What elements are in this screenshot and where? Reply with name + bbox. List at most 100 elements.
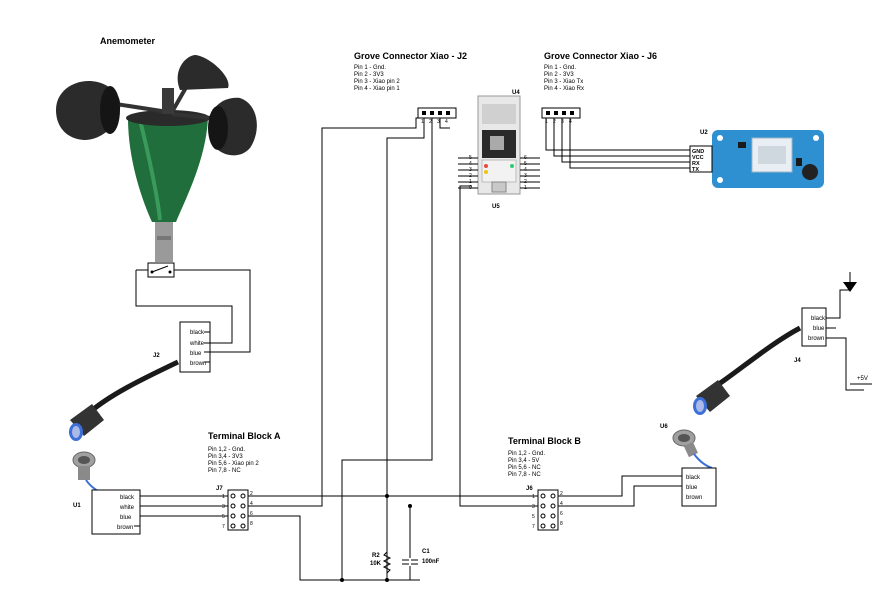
- terminal-block-a: 1 3 5 7 2 4 6 8: [222, 489, 253, 531]
- svg-text:1: 1: [222, 494, 225, 500]
- terminal-b-pin-3: Pin 5,6 - NC: [508, 465, 541, 471]
- terminal-a-pin-2: Pin 3,4 - 3V3: [208, 454, 243, 460]
- m8-connector-right: [693, 380, 730, 415]
- j2-pin-blue: blue: [190, 351, 202, 357]
- svg-text:7: 7: [532, 524, 535, 530]
- wire-xiao-5v: [459, 185, 540, 507]
- wire-b-black: [556, 475, 684, 497]
- terminal-b-pin-1: Pin 1,2 - Gnd.: [508, 451, 545, 457]
- grove-j2-pin-4: Pin 4 - Xiao pin 1: [354, 86, 400, 92]
- svg-text:blue: blue: [813, 326, 825, 332]
- m8-connector-left: [69, 404, 104, 441]
- grove-j2-title: Grove Connector Xiao - J2: [354, 51, 467, 61]
- terminal-block-b: 1 3 5 7 2 4 6 8: [532, 489, 563, 531]
- wire-j2-pin4: [439, 118, 450, 129]
- j2-pin-black: black: [190, 330, 205, 336]
- wire-3v3-to-j2: [246, 117, 422, 507]
- u1-label: U1: [73, 503, 81, 509]
- plus5v-label: +5V: [857, 376, 868, 382]
- svg-text:brown: brown: [686, 495, 702, 501]
- ground-icon: [843, 272, 857, 292]
- gps-module-board: [712, 130, 824, 188]
- grove-j6-title: Grove Connector Xiao - J6: [544, 51, 657, 61]
- svg-text:2: 2: [560, 491, 563, 497]
- u1-pin-brown: brown: [117, 525, 133, 531]
- r2-value: 10K: [370, 561, 382, 567]
- j2-pin-brown: brown: [190, 361, 206, 367]
- wire-j6-3: [561, 118, 690, 163]
- m8-panel-connector-u1: [72, 451, 101, 493]
- j2-label: J2: [153, 353, 160, 359]
- svg-text:4: 4: [445, 119, 448, 125]
- svg-text:3: 3: [561, 119, 564, 125]
- svg-text:6: 6: [560, 511, 563, 517]
- svg-text:GND: GND: [692, 149, 704, 155]
- svg-text:2: 2: [553, 119, 556, 125]
- terminal-b-pin-4: Pin 7,8 - NC: [508, 472, 541, 478]
- u5-label: U5: [492, 204, 500, 210]
- svg-text:7: 7: [222, 524, 225, 530]
- xiao-pins-left: 5 4 3 2 1 0: [458, 155, 478, 191]
- switch-icon: [147, 262, 175, 278]
- m8-panel-connector-u6: [672, 429, 713, 469]
- connector-j4: black blue brown: [801, 307, 827, 347]
- u1-pin-blue: blue: [120, 515, 132, 521]
- svg-text:2: 2: [250, 491, 253, 497]
- svg-text:8: 8: [250, 521, 253, 527]
- svg-text:black: black: [811, 316, 826, 322]
- xiao-pins-right: 6 5 4 3 2 1: [520, 155, 540, 191]
- terminal-a-pin-1: Pin 1,2 - Gnd.: [208, 447, 245, 453]
- grove-j2-pin-1: Pin 1 - Gnd.: [354, 65, 386, 71]
- terminal-b-pin-2: Pin 3,4 - 5V: [508, 458, 539, 464]
- u1-pin-black: black: [120, 495, 135, 501]
- grove-j2-pin-3: Pin 3 - Xiao pin 2: [354, 79, 400, 85]
- terminal-b-title: Terminal Block B: [508, 436, 581, 446]
- xiao-board: [477, 95, 521, 195]
- wire-b-blue: [556, 485, 684, 507]
- svg-text:6: 6: [250, 511, 253, 517]
- svg-text:brown: brown: [808, 336, 824, 342]
- anemometer-title: Anemometer: [100, 36, 156, 46]
- u1-pin-white: white: [119, 505, 135, 511]
- wire-signal-bottom: [246, 515, 420, 581]
- connector-u1: black white blue brown: [91, 489, 141, 535]
- j7-label: J7: [216, 486, 223, 492]
- svg-text:1: 1: [532, 494, 535, 500]
- grove-j6-pin-3: Pin 3 - Xiao Tx: [544, 79, 583, 85]
- j2-pin-white: white: [189, 341, 205, 347]
- terminal-a-pin-3: Pin 5,6 - Xiao pin 2: [208, 461, 259, 467]
- j6-label: J6: [526, 486, 533, 492]
- junctions: [340, 494, 412, 582]
- wire-j6-4: [569, 118, 690, 169]
- svg-text:VCC: VCC: [692, 155, 704, 161]
- c1-label: C1: [422, 549, 430, 555]
- svg-text:3: 3: [532, 504, 535, 510]
- header-j6: 1 2 3 4: [541, 107, 581, 125]
- svg-text:5: 5: [222, 514, 225, 520]
- capacitor-c1: [402, 558, 418, 566]
- resistor-r2: [382, 551, 392, 574]
- svg-text:2: 2: [429, 119, 432, 125]
- grove-j6-pin-1: Pin 1 - Gnd.: [544, 65, 576, 71]
- svg-text:3: 3: [222, 504, 225, 510]
- svg-text:5: 5: [532, 514, 535, 520]
- svg-text:black: black: [686, 475, 701, 481]
- grove-j6-pin-2: Pin 2 - 3V3: [544, 72, 574, 78]
- svg-text:1: 1: [545, 119, 548, 125]
- svg-text:3: 3: [437, 119, 440, 125]
- terminal-a-title: Terminal Block A: [208, 431, 281, 441]
- header-j2: 1 2 3 4: [417, 107, 457, 125]
- wire-j4-brown: [826, 337, 864, 391]
- c1-value: 100nF: [422, 559, 440, 565]
- wire-switch-left: [135, 270, 233, 344]
- terminal-a-pin-4: Pin 7,8 - NC: [208, 468, 241, 474]
- connector-j2: black white blue brown: [179, 321, 211, 373]
- wire-gnd-to-j2: [386, 118, 425, 580]
- wire-j6-2: [553, 118, 690, 157]
- u6-label: U6: [660, 424, 668, 430]
- anemometer-illustration: [56, 55, 257, 262]
- svg-text:8: 8: [560, 521, 563, 527]
- svg-text:TX: TX: [692, 167, 699, 173]
- grove-j6-pin-4: Pin 4 - Xiao Rx: [544, 86, 584, 92]
